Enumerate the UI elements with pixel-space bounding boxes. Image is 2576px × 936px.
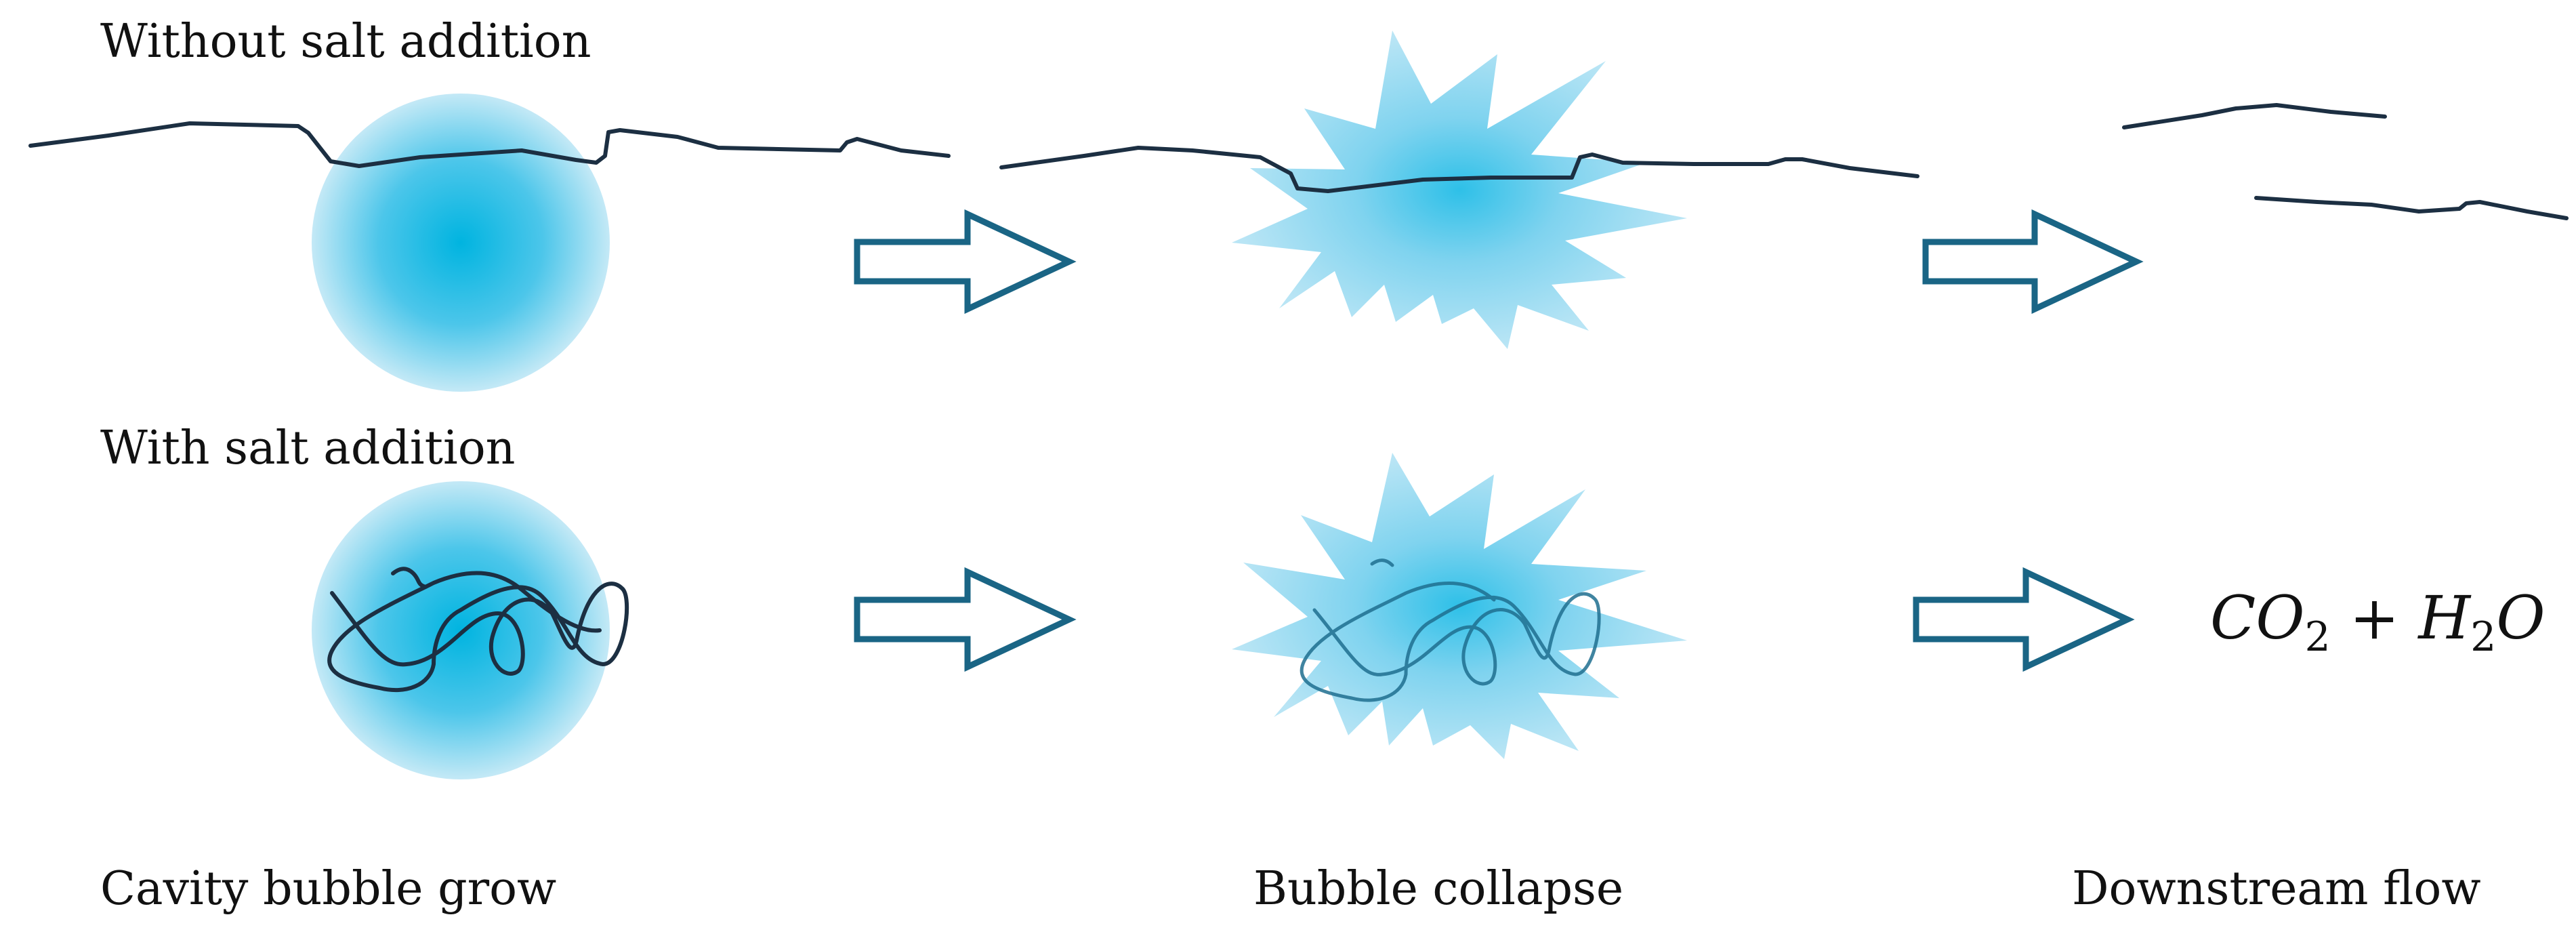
arrow-bottom-1 [854, 567, 1077, 672]
collapse-burst-top [1232, 30, 1687, 349]
co-symbol: CO [2210, 583, 2305, 653]
degradation-products: CO2+H2O [2210, 588, 2546, 658]
stage-label-grow: Cavity bubble grow [100, 862, 557, 916]
polymer-coil [327, 571, 629, 693]
cavity-bubble-top [312, 94, 610, 392]
polymer-coil-collapsing [1300, 582, 1601, 702]
co-subscript: 2 [2304, 613, 2331, 661]
polymer-fragment-upper [2122, 103, 2387, 129]
collapsing-coil-tail [1370, 558, 1394, 567]
arrow-top-2 [1922, 209, 2144, 314]
arrow-bottom-2 [1913, 567, 2135, 672]
row-label-without-salt: Without salt addition [100, 15, 591, 68]
stage-label-collapse: Bubble collapse [1253, 862, 1624, 916]
h-symbol: H [2418, 583, 2471, 653]
stage-label-downstream: Downstream flow [2072, 862, 2481, 916]
h-subscript: 2 [2470, 613, 2497, 661]
cavity-bubble-bottom [312, 481, 610, 779]
plus-sign: + [2349, 583, 2400, 653]
polymer-fragment-lower [2254, 196, 2569, 220]
polymer-chain-intact [28, 121, 951, 168]
polymer-chain-stretched [999, 146, 1919, 193]
coil-tail [391, 567, 428, 589]
row-label-with-salt: With salt addition [100, 422, 516, 475]
o-symbol: O [2496, 583, 2546, 653]
arrow-top-1 [854, 209, 1077, 314]
